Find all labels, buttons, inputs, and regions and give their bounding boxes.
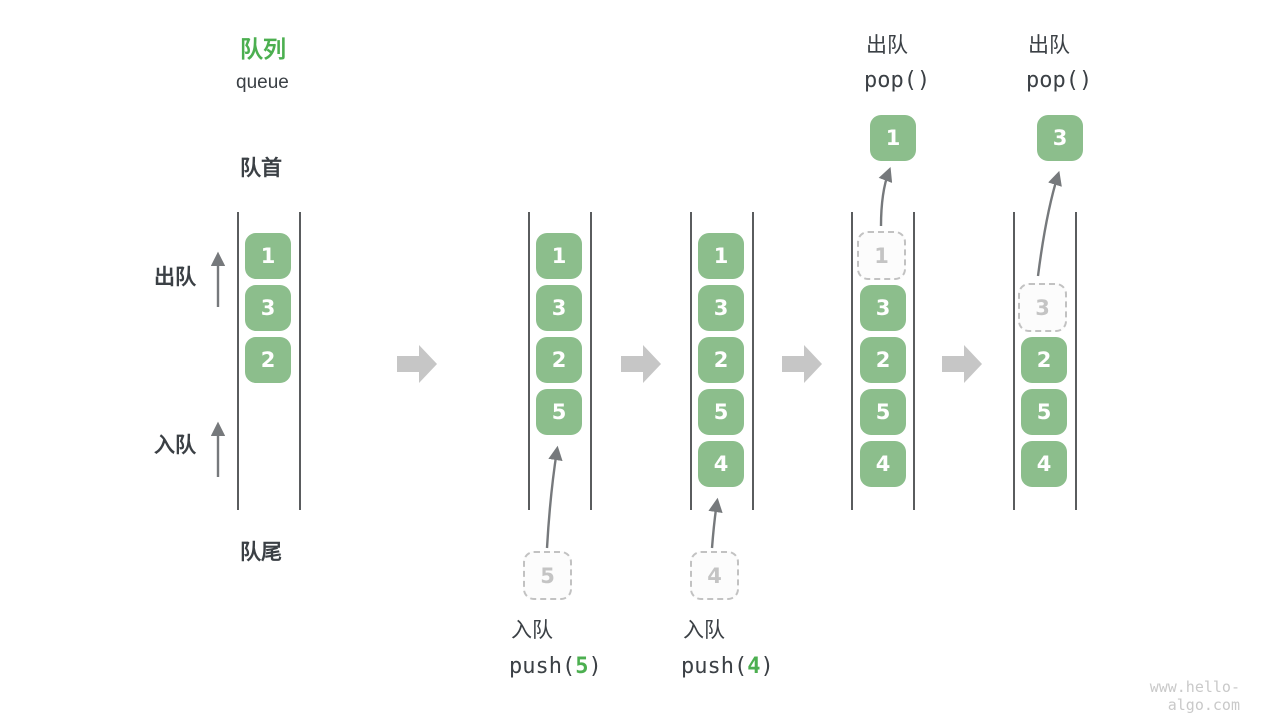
queue-element: 3 [860,285,906,331]
front-label: 队首 [240,157,282,180]
pop-3-arrow [1036,170,1062,277]
pop-code: pop() [864,68,931,93]
dequeue-label: 出队 [154,266,196,289]
queue-element: 5 [1021,389,1067,435]
push-5-code: push(5) [509,654,602,679]
queue-wall [913,212,915,510]
queue-wall [590,212,592,510]
queue-wall [690,212,692,510]
dequeue-op-label: 出队 [866,34,908,57]
push-4-code: push(4) [681,654,774,679]
queue-element: 2 [536,337,582,383]
queue-wall [528,212,530,510]
queue-element: 4 [860,441,906,487]
pop-code: pop() [1026,68,1093,93]
enqueue-label: 入队 [154,434,196,457]
removed-element-ghost: 1 [857,231,906,280]
queue-element: 2 [860,337,906,383]
rear-label: 队尾 [240,541,282,564]
queue-element: 4 [1021,441,1067,487]
code-end: ) [760,654,774,679]
queue-element: 4 [698,441,744,487]
queue-element: 3 [245,285,291,331]
queue-element: 1 [245,233,291,279]
queue-element: 1 [698,233,744,279]
queue-element: 5 [860,389,906,435]
incoming-element-ghost: 5 [523,551,572,600]
code-end: ) [588,654,602,679]
queue-wall [1075,212,1077,510]
queue-wall [851,212,853,510]
queue-wall [1013,212,1015,510]
diagram-title: 队列 [240,36,286,62]
diagram-subtitle: queue [236,72,289,93]
code-fn: push( [681,654,748,679]
code-fn: push( [509,654,576,679]
code-arg: 4 [747,654,761,679]
queue-element: 5 [698,389,744,435]
transition-arrow [621,345,661,383]
queue-element: 3 [698,285,744,331]
pop-1-arrow [878,166,893,227]
queue-element: 2 [245,337,291,383]
queue-element: 1 [536,233,582,279]
transition-arrow [397,345,437,383]
queue-element: 2 [698,337,744,383]
dequeue-op-label: 出队 [1028,34,1070,57]
push-4-arrow [708,497,723,549]
transition-arrow [942,345,982,383]
push-5-arrow [545,445,563,549]
queue-wall [752,212,754,510]
popped-element: 1 [870,115,916,161]
queue-wall [237,212,239,510]
queue-element: 3 [536,285,582,331]
queue-element: 5 [536,389,582,435]
incoming-element-ghost: 4 [690,551,739,600]
transition-arrow [782,345,822,383]
queue-wall [299,212,301,510]
popped-element: 3 [1037,115,1083,161]
enqueue-op-label: 入队 [511,619,553,642]
queue-element: 2 [1021,337,1067,383]
removed-element-ghost: 3 [1018,283,1067,332]
watermark: www.hello-algo.com [1149,678,1240,714]
code-arg: 5 [575,654,589,679]
enqueue-op-label: 入队 [683,619,725,642]
